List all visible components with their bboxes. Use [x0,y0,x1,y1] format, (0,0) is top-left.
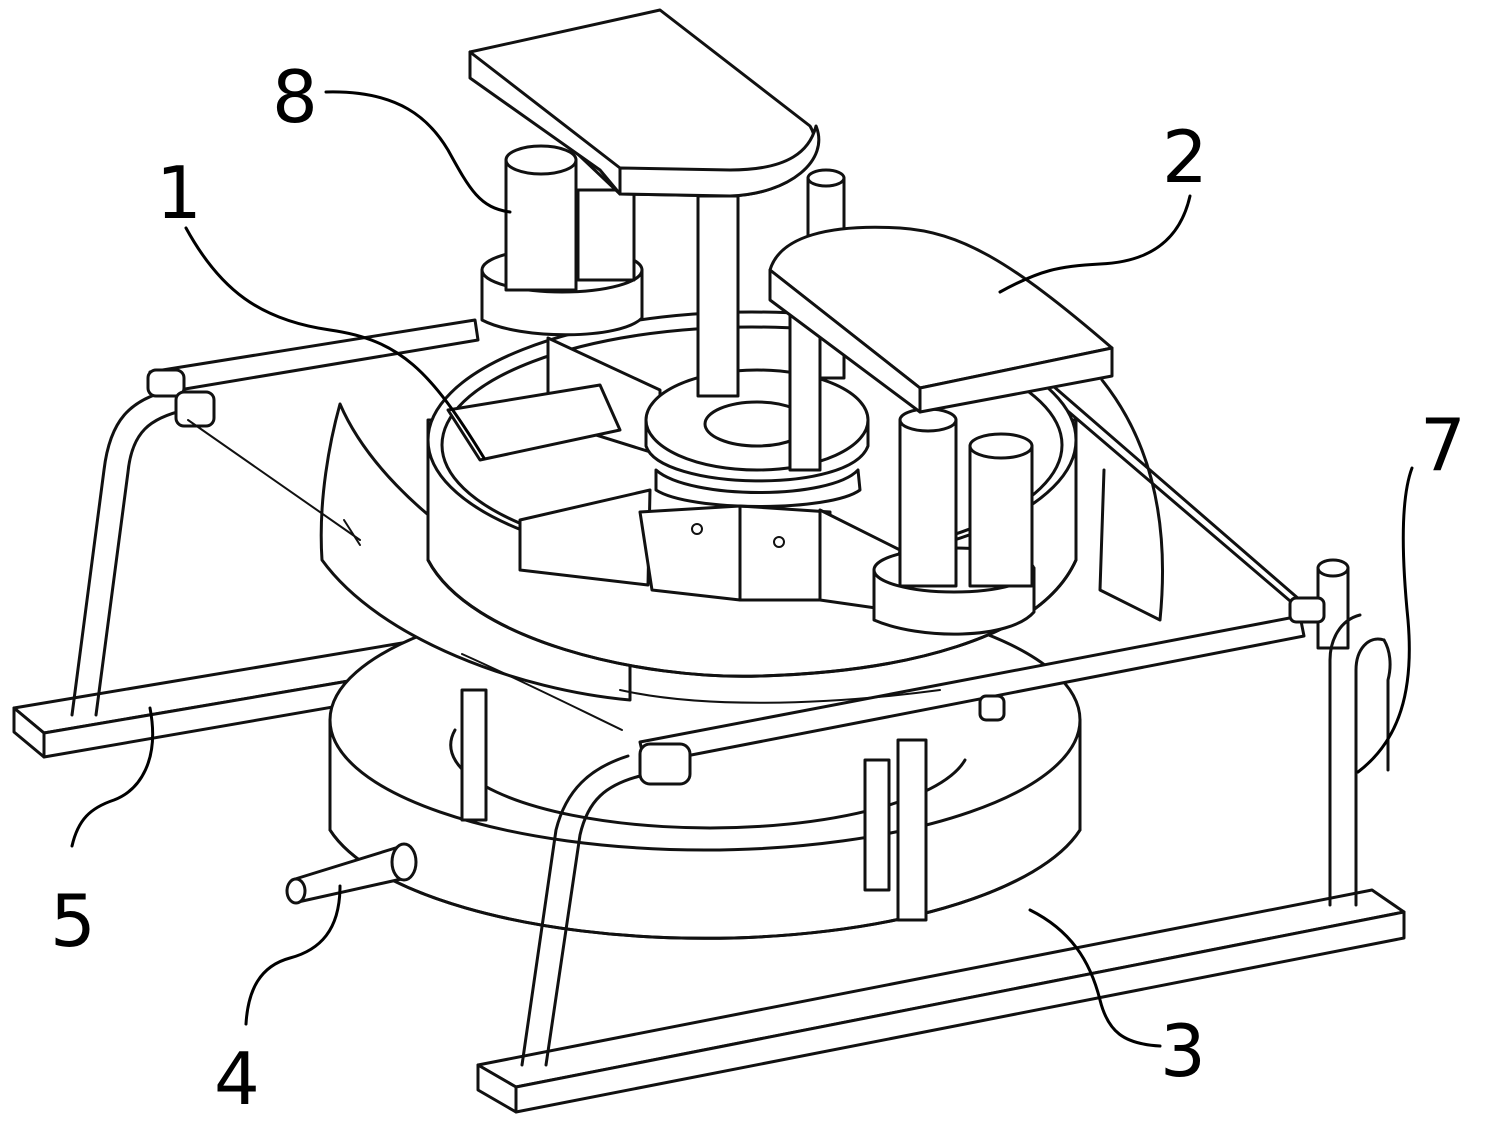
leader-4 [244,884,342,1026]
leader-8 [324,90,512,214]
leader-2 [998,194,1192,294]
radial-blades [446,336,902,612]
support-posts [460,688,928,922]
label-8: 8 [272,55,318,139]
handle-frame-front [520,694,1006,1067]
leader-3 [1028,908,1162,1048]
label-7: 7 [1420,403,1466,487]
inlet-pipe [285,842,418,905]
reference-numerals: 8 1 2 7 5 4 3 [50,55,1466,1121]
leader-1 [184,226,486,460]
leader-7 [1356,466,1414,774]
label-5: 5 [50,879,96,963]
front-column-assembly [788,298,1036,636]
label-2: 2 [1162,115,1208,199]
label-3: 3 [1160,1009,1206,1093]
base-plate-right [476,888,1406,1114]
label-4: 4 [214,1037,260,1121]
front-platform [768,225,1114,414]
rear-platform [468,8,821,198]
leader-5 [70,706,155,848]
leader-lines [70,90,1414,1048]
label-1: 1 [156,151,202,235]
